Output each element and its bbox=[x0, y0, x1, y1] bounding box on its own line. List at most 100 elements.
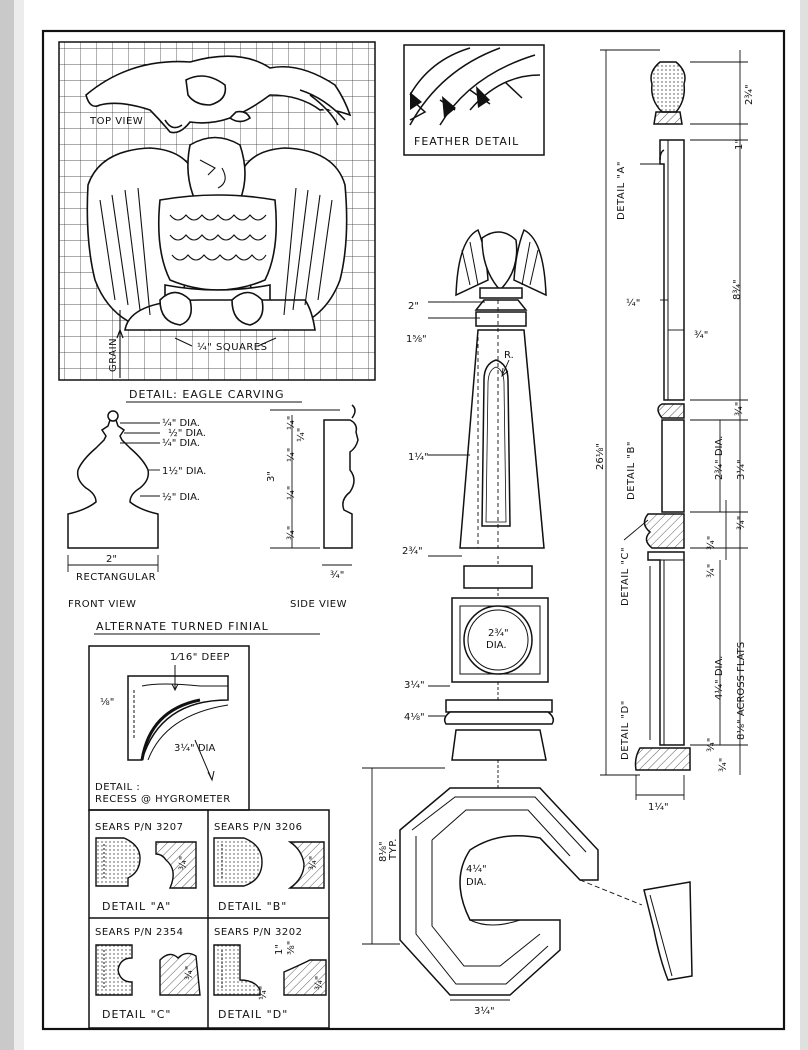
finial-side-dim-5: ¾" bbox=[286, 526, 297, 540]
base-detail-piece bbox=[643, 881, 693, 981]
section-a34: ¾" bbox=[734, 402, 745, 416]
section-base: 1¼" bbox=[648, 801, 669, 813]
section-quarter: ¼" bbox=[626, 297, 640, 309]
profile-c bbox=[95, 944, 201, 996]
finial-side-dim-3: ¼" bbox=[285, 448, 297, 462]
section-c34b: ¾" bbox=[706, 564, 717, 578]
feather-detail: FEATHER DETAIL bbox=[403, 44, 545, 156]
square-block bbox=[463, 565, 533, 589]
profile-dim-3: ¾" bbox=[184, 966, 195, 980]
exploded-d15: 1⅝" bbox=[406, 334, 427, 345]
sheet-border bbox=[41, 29, 786, 1031]
router-profiles: SEARS P/N 3207 SEARS P/N 3206 SEARS P/N … bbox=[88, 809, 330, 1029]
profile-dim-7: ¾" bbox=[314, 976, 325, 990]
profile-b-part: SEARS P/N 3206 bbox=[214, 822, 303, 833]
section-detail-d bbox=[634, 747, 691, 771]
section-threeq: ¾" bbox=[694, 330, 708, 341]
finial-front-profile bbox=[67, 419, 159, 549]
exploded-d14: 1¼" bbox=[408, 451, 429, 463]
octagon-base bbox=[399, 787, 599, 996]
profile-a bbox=[95, 837, 197, 889]
recess-left-dim: ⅛" bbox=[100, 697, 114, 708]
exploded-assembly bbox=[399, 228, 693, 996]
recess-caption-1: DETAIL : bbox=[95, 782, 140, 793]
finial-side-dim-6: 3" bbox=[266, 471, 277, 482]
profile-dim-1: ¾" bbox=[178, 856, 189, 870]
profile-a-part: SEARS P/N 3207 bbox=[95, 822, 184, 833]
exploded-dimension-lines bbox=[362, 300, 643, 1001]
profile-dim-2: ¾" bbox=[308, 856, 319, 870]
section-finial-top bbox=[650, 61, 686, 113]
profile-a-detail: DETAIL "A" bbox=[102, 900, 171, 913]
profile-dim-6: ¼" bbox=[257, 986, 269, 1000]
profile-d-part: SEARS P/N 3202 bbox=[214, 927, 303, 938]
exploded-labels: 2" 1⅝" R. 1¼" 2¾" 2¾" DIA. 3¼" 4⅛" 4¼" D… bbox=[378, 301, 514, 1017]
exploded-r: R. bbox=[504, 350, 514, 361]
section-column-upper bbox=[659, 139, 685, 401]
finial-dim-2: ½" DIA. bbox=[168, 427, 206, 439]
exploded-ring: 2¾" bbox=[488, 628, 509, 639]
finial-dim-4: 1½" DIA. bbox=[162, 465, 206, 477]
profile-dim-4: 1" bbox=[274, 944, 285, 955]
squares-leader bbox=[174, 337, 277, 347]
grain-arrow bbox=[116, 329, 124, 339]
recess-dia: 3¼" DIA bbox=[174, 742, 215, 754]
recess-caption-2: RECESS @ HYGROMETER bbox=[95, 794, 231, 805]
section-eight: 8¾" bbox=[732, 279, 743, 300]
exploded-typ: 8⅛" bbox=[378, 841, 389, 862]
profile-b-detail: DETAIL "B" bbox=[218, 900, 287, 913]
section-one: 1" bbox=[734, 139, 745, 150]
section-view bbox=[634, 61, 691, 771]
finial-labels: ¼" DIA. ½" DIA. ¼" DIA. 1½" DIA. ½" DIA.… bbox=[68, 416, 347, 635]
section-total: 26⅛" bbox=[595, 443, 606, 470]
section-detail-d: DETAIL "D" bbox=[620, 700, 631, 760]
finial-side-width: ¾" bbox=[330, 570, 344, 581]
exploded-typ2: TYP. bbox=[388, 838, 399, 861]
hygrometer-recess bbox=[463, 605, 533, 675]
exploded-base-dia: 4¼" bbox=[466, 863, 487, 875]
finial-width-note: RECTANGULAR bbox=[76, 572, 156, 583]
section-labels: 2¾" 1" 8¾" ¼" ¾" 26⅛" ¾" 2¾" DIA. 3¼" ¾"… bbox=[595, 84, 755, 813]
section-column-lower bbox=[647, 551, 685, 746]
section-detail-b: DETAIL "B" bbox=[626, 441, 637, 500]
eagle-top-view-label: TOP VIEW bbox=[89, 116, 143, 127]
base-block-1 bbox=[445, 699, 553, 713]
finial-side-profile bbox=[323, 419, 359, 549]
finial-caption: ALTERNATE TURNED FINIAL bbox=[96, 620, 269, 633]
finial-side-view: SIDE VIEW bbox=[290, 599, 347, 610]
eagle-carving-detail: TOP VIEW GRAIN ¼" SQUARES DETAIL: EAGLE … bbox=[58, 41, 376, 403]
profile-dim-5: ⅜" bbox=[286, 941, 297, 955]
top-eagle bbox=[455, 228, 547, 299]
binding-shadow bbox=[0, 0, 14, 1050]
section-dia234: 2¾" DIA. bbox=[714, 436, 725, 480]
section-d34b: ¾" bbox=[718, 758, 729, 772]
section-top: 2¾" bbox=[744, 84, 755, 105]
eagle-squares-label: ¼" SQUARES bbox=[197, 341, 267, 353]
profile-c-detail: DETAIL "C" bbox=[102, 1008, 171, 1021]
exploded-d418: 4⅛" bbox=[404, 712, 425, 723]
exploded-base-w: 3¼" bbox=[474, 1005, 495, 1017]
section-d34: ¾" bbox=[706, 738, 717, 752]
eagle-grain-label: GRAIN bbox=[108, 338, 119, 372]
finial-dim-3: ¼" DIA. bbox=[162, 437, 200, 449]
base-block-3 bbox=[451, 729, 547, 761]
finial-side-dim-1: ¼" bbox=[285, 416, 297, 430]
finial-dim-5: ½" DIA. bbox=[162, 491, 200, 503]
finial-dimensions bbox=[67, 409, 352, 572]
recess-detail: 1⁄16" DEEP ⅛" 3¼" DIA DETAIL : RECESS @ … bbox=[88, 645, 250, 811]
exploded-d2: 2" bbox=[408, 301, 419, 312]
section-detail-a: DETAIL "A" bbox=[616, 161, 627, 220]
finial-dim-1: ¼" DIA. bbox=[162, 417, 200, 429]
eagle-front-view-drawing bbox=[86, 136, 348, 331]
alternate-finial bbox=[67, 404, 359, 549]
section-b34: ¾" bbox=[736, 516, 747, 530]
profile-d bbox=[213, 944, 327, 996]
section-detail-c bbox=[643, 513, 685, 549]
feather-frame bbox=[403, 44, 545, 156]
finial-side-dim-2: ¼" bbox=[295, 428, 307, 442]
profile-c-part: SEARS P/N 2354 bbox=[95, 927, 184, 938]
section-c34: ¾" bbox=[706, 536, 717, 550]
eagle-feather-lines bbox=[99, 159, 333, 378]
cap-block-2 bbox=[475, 311, 527, 327]
